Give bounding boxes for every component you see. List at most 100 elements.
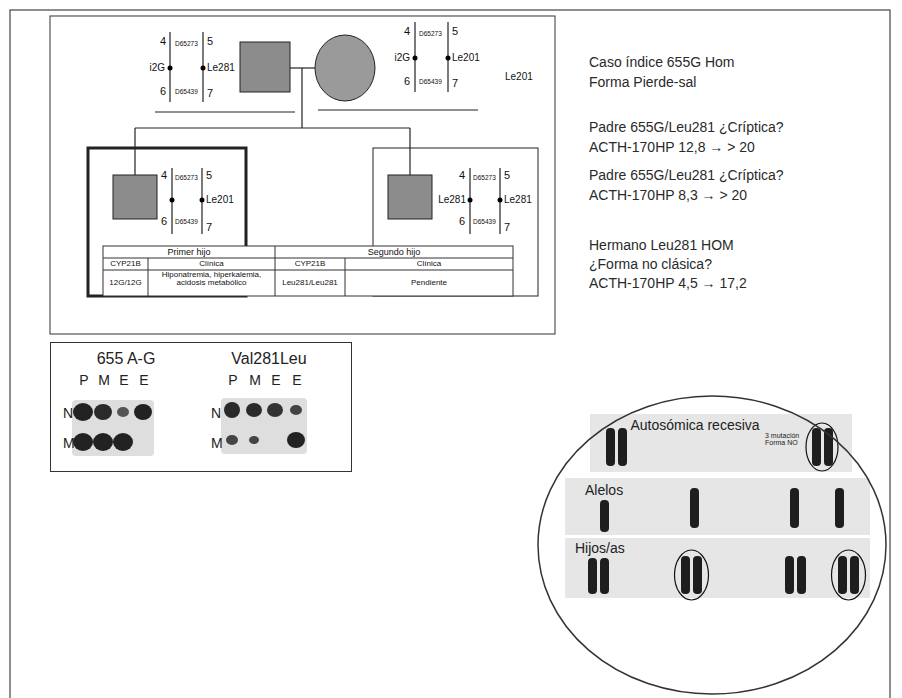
- node-text: N: [63, 406, 73, 421]
- chromosome: [785, 556, 794, 594]
- blot-spot: [287, 432, 305, 448]
- blot-spot: [290, 405, 302, 415]
- chromosome: [600, 500, 609, 532]
- marker-label: Le201: [206, 195, 234, 206]
- marker-label: D65273: [419, 31, 442, 38]
- marker-label: 4: [404, 26, 410, 38]
- node-text: M: [249, 373, 261, 388]
- photo-strip: [565, 478, 870, 535]
- marker-label: D65439: [419, 79, 442, 86]
- chromosome: [618, 428, 627, 466]
- marker-label: D65439: [175, 89, 198, 96]
- node-text: Alelos: [585, 483, 623, 498]
- table-cell: Segundo hijo: [368, 248, 421, 257]
- table-rule: [103, 258, 513, 259]
- marker-label: 7: [207, 88, 213, 100]
- node-text: Val281Leu: [231, 351, 306, 368]
- chromosome: [850, 556, 859, 594]
- sibship-line: [135, 127, 410, 128]
- blot-spot: [73, 433, 93, 451]
- male-symbol: [240, 42, 290, 92]
- blot-membrane: [72, 400, 154, 456]
- blot-spot: [94, 404, 112, 420]
- chromosome: [600, 558, 609, 594]
- marker-label: D65273: [175, 175, 198, 182]
- marker-label: 5: [504, 170, 510, 182]
- annotation-text: ¿Forma no clásica?: [589, 257, 712, 272]
- annotation-text: Forma Pierde-sal: [589, 75, 696, 90]
- photo-strip: [565, 538, 870, 598]
- table-cell: Hiponatremia, hiperkalemia, acidosis met…: [150, 271, 274, 288]
- table-cell: Pendiente: [411, 279, 447, 287]
- chromosome: [606, 428, 615, 466]
- underline: [155, 112, 295, 113]
- blot-spot: [117, 407, 129, 417]
- marker-label: D65273: [175, 41, 198, 48]
- mutation-dot: [446, 56, 451, 61]
- mutation-dot: [200, 198, 205, 203]
- node-text: E: [271, 373, 280, 388]
- node-text: P: [228, 373, 237, 388]
- mutation-dot: [413, 56, 418, 61]
- highlight-ring: [675, 550, 709, 600]
- blot-spot: [249, 436, 259, 444]
- marker-label: 7: [206, 222, 212, 234]
- annotation-text: ACTH-170HP 8,3 → > 20: [589, 188, 747, 203]
- descent-line: [409, 128, 410, 175]
- blot-spot: [93, 433, 113, 451]
- marker-label: i2G: [394, 53, 410, 64]
- descent-line: [134, 128, 135, 175]
- blot-spot: [224, 402, 240, 418]
- female-symbol: [315, 35, 375, 101]
- chromosome: [690, 488, 699, 528]
- node-text: M: [98, 373, 110, 388]
- marker-label: 5: [452, 26, 458, 38]
- marker-label: 4: [160, 36, 166, 48]
- table-cell: Clínica: [199, 260, 223, 268]
- inheritance-circle: Autosómica recesiva3 mutación Forma NOAl…: [537, 395, 887, 695]
- chromosome: [693, 556, 702, 594]
- chromosome: [790, 488, 799, 528]
- outer-frame: [10, 10, 890, 698]
- marker-label: 6: [459, 216, 465, 228]
- table-cell: Primer hijo: [167, 248, 210, 257]
- marker-label: 7: [504, 222, 510, 234]
- circle-outline: [538, 396, 886, 694]
- node-text: M: [211, 436, 223, 451]
- marker-label: 6: [404, 76, 410, 88]
- marker-label: 7: [452, 78, 458, 90]
- descent-line: [301, 68, 302, 128]
- table-cell: Leu281/Leu281: [282, 279, 338, 287]
- marker-label: i2G: [149, 63, 165, 74]
- mutation-dot: [468, 198, 473, 203]
- chromosome: [797, 556, 806, 594]
- node-text: M: [63, 436, 75, 451]
- node-text: 655 A-G: [97, 351, 156, 368]
- table-cell: CYP21B: [110, 260, 141, 268]
- marker-label: 4: [459, 170, 465, 182]
- marker-label: D65439: [175, 219, 198, 226]
- annotation-text: Padre 655G/Leu281 ¿Críptica?: [589, 120, 784, 135]
- node-text: N: [211, 406, 221, 421]
- mutation-dot: [170, 198, 175, 203]
- annotation-text: Hermano Leu281 HOM: [589, 238, 734, 253]
- highlight-ring: [832, 550, 866, 600]
- table-frame: [103, 246, 513, 296]
- chromosome: [588, 558, 597, 594]
- chromosome: [681, 556, 690, 594]
- blot-membrane: [221, 398, 307, 454]
- blot-spot: [246, 403, 262, 417]
- marker-label: D65439: [473, 219, 496, 226]
- chromosome: [838, 556, 847, 594]
- table-rule: [275, 246, 276, 296]
- marker-label: 5: [206, 170, 212, 182]
- node-text: 3 mutación Forma NO: [765, 432, 803, 447]
- node-text: P: [79, 373, 88, 388]
- blot-spot: [134, 404, 152, 420]
- node-text: E: [119, 373, 128, 388]
- pedigree-frame: [50, 16, 555, 334]
- annotation-text: Caso índice 655G Hom: [589, 55, 735, 70]
- annotation-text: Padre 655G/Leu281 ¿Críptica?: [589, 168, 784, 183]
